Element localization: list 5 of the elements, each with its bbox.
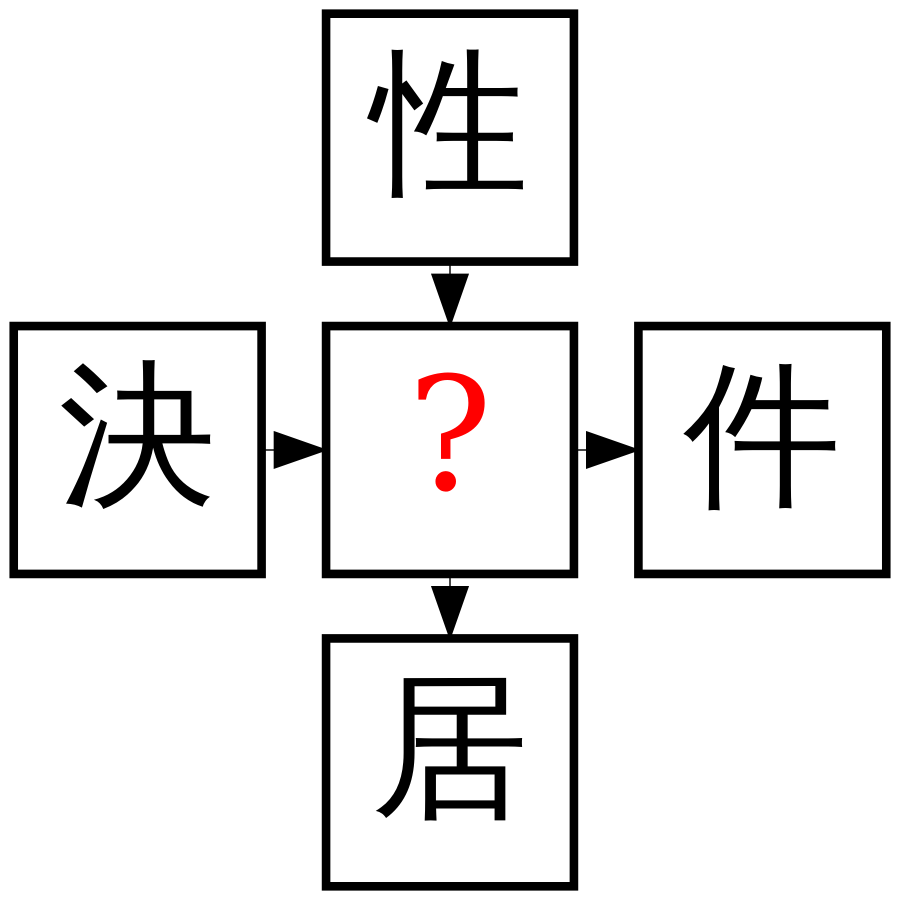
node-box: ? — [322, 322, 578, 578]
node-box: 件 — [634, 322, 891, 578]
node-box: 性 — [322, 9, 578, 266]
node-box: 決 — [9, 322, 266, 578]
node-box: 居 — [322, 634, 578, 891]
